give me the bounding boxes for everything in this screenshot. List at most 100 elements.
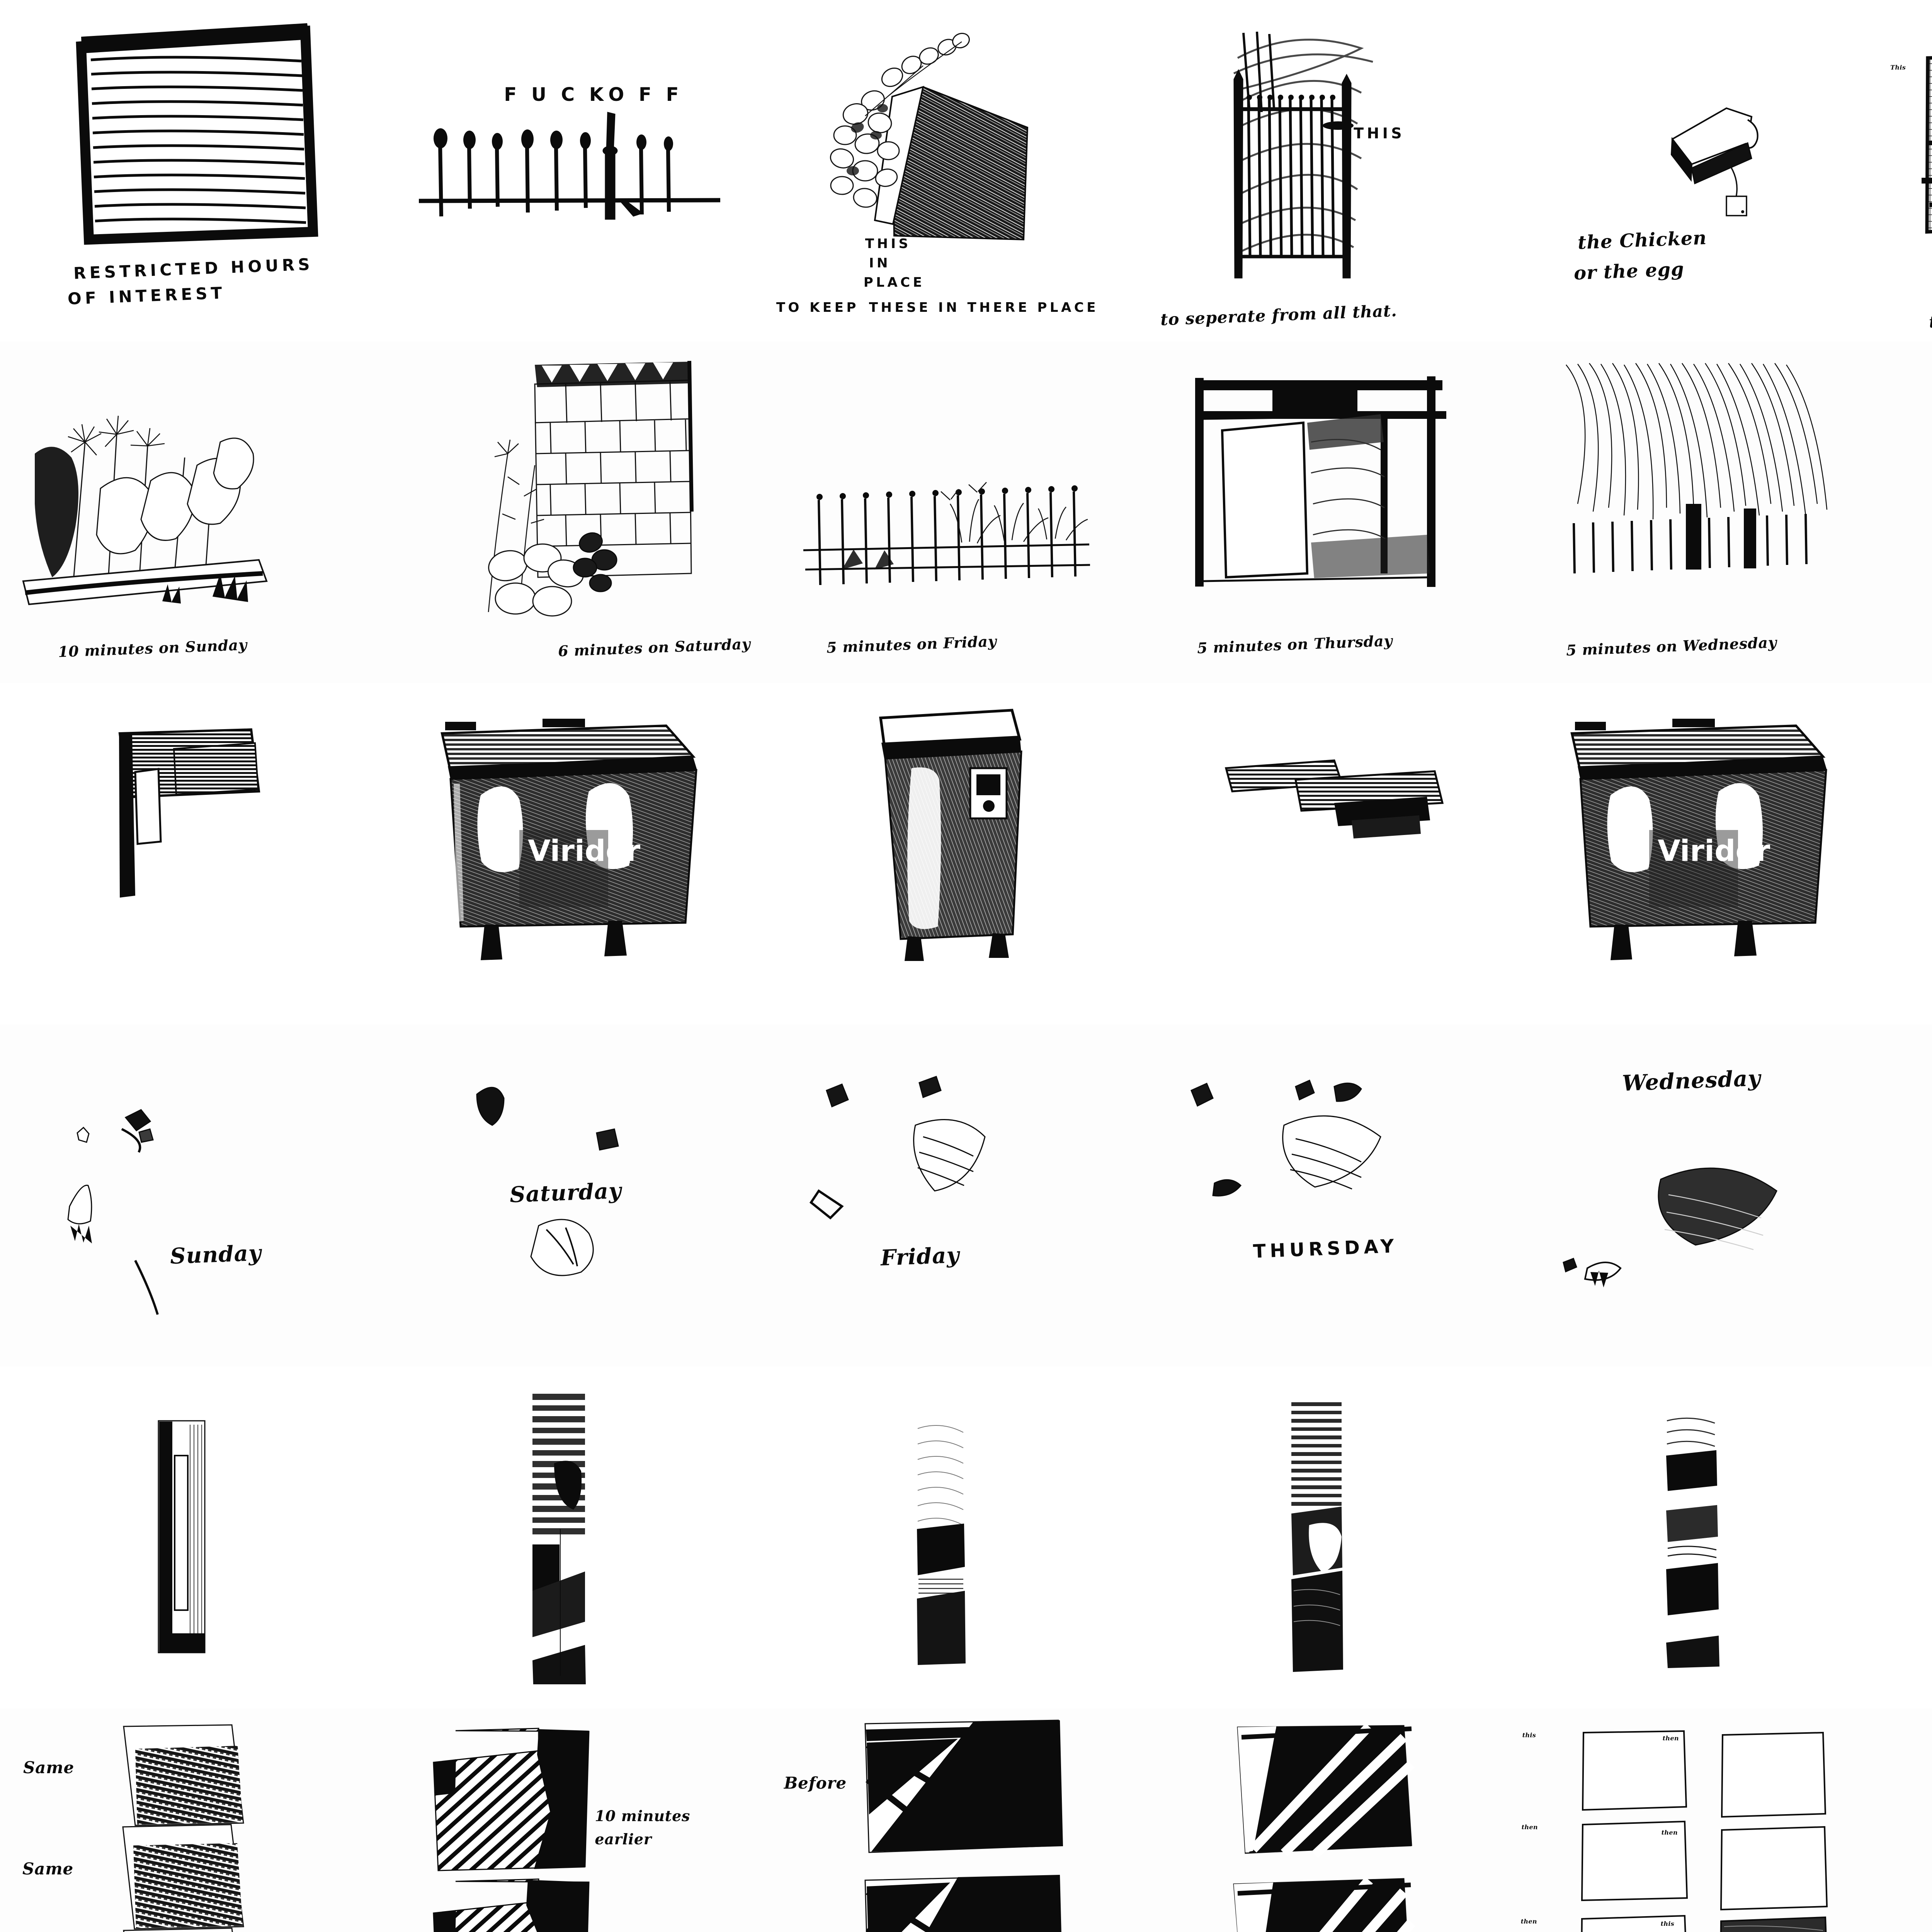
caption-same-1: Same [23, 1758, 75, 1777]
caption-this-2: this [1660, 1920, 1675, 1927]
panel-r4c2: Saturday [376, 1025, 753, 1367]
panel-r5c5 [1506, 1366, 1883, 1708]
bin-lid-sliver-drawing [1225, 759, 1444, 839]
panel-r1c6: This to protect that and the rest. [1883, 0, 1932, 342]
panel-r4c6: Tuesday [1883, 1025, 1932, 1367]
brick-wall-plants-drawing [488, 361, 694, 617]
caption-off: O F F [608, 84, 683, 105]
panel-r2c5: 5 minutes on Wednesday [1506, 342, 1883, 684]
wire-mesh-panel-drawing [1922, 56, 1932, 234]
panel-r2c2: 6 minutes on Saturday [376, 342, 753, 684]
caption-sunday-minutes: 10 minutes on Sunday [58, 636, 248, 661]
litter-wednesday-drawing [1562, 1168, 1777, 1288]
panel-r3c3 [753, 683, 1130, 1025]
panel-r5c6 [1883, 1366, 1932, 1708]
two-hatched-panels-drawing [433, 1728, 590, 1932]
panel-r2c6: 0 minutes on Tuesday [1883, 342, 1932, 684]
panel-r1c2: F U C K O F F [376, 0, 753, 342]
cctv-camera-drawing [1670, 107, 1759, 216]
caption-same-2: Same [22, 1859, 74, 1878]
railings-fence-drawing [419, 112, 721, 220]
caption-day: Saturday [509, 1178, 622, 1208]
caption-to-keep: TO KEEP [776, 300, 859, 315]
panel-r1c5: the Chicken or the egg [1506, 0, 1883, 342]
three-shaded-quads-drawing [122, 1724, 244, 1932]
viridor-dumpster-drawing-2: Viridor [1570, 719, 1827, 961]
caption-the-chicken: the Chicken [1577, 227, 1707, 254]
litter-saturday-drawing [476, 1087, 619, 1276]
panel-r6c2: 10 minutes earlier 10 mins later [376, 1708, 753, 1932]
caption-place: PLACE [863, 275, 925, 290]
panel-r6c1: Same Same Similar [0, 1708, 377, 1932]
dumpster-brand-label-2: Viridor [1658, 833, 1770, 868]
caption-then-3: then [1661, 1828, 1678, 1836]
caption-before: Before [784, 1773, 847, 1793]
doorway-scaffolding-drawing [1195, 376, 1447, 587]
caption-day: Friday [880, 1242, 960, 1271]
caption-in: IN [869, 255, 891, 271]
litter-sunday-drawing [67, 1109, 159, 1315]
caption-this: This [1890, 64, 1906, 71]
dumpster-brand-label: Viridor [528, 833, 641, 868]
caption-then-4: then [1520, 1917, 1537, 1925]
sliver-doorframe-drawing [158, 1420, 206, 1653]
viridor-dumpster-drawing: Viridor [440, 719, 698, 961]
two-diagonal-shaded-panels-drawing [1233, 1723, 1416, 1932]
litter-friday-drawing [809, 1076, 986, 1220]
wildflowers-kerb-drawing [22, 416, 268, 605]
panel-r3c1 [0, 683, 377, 1025]
caption-of-interest: OF INTEREST [67, 283, 226, 308]
panel-r6c4 [1129, 1708, 1506, 1932]
sliver-stripes-drawing [1291, 1400, 1344, 1673]
panel-r4c1: Sunday [0, 1025, 377, 1367]
panel-r5c2 [376, 1366, 753, 1708]
panel-r3c6 [1883, 683, 1932, 1025]
panel-r5c3 [753, 1366, 1130, 1708]
panel-r3c5: Viridor [1506, 683, 1883, 1025]
litter-thursday-drawing [1190, 1080, 1382, 1197]
caption-day: Wednesday [1621, 1065, 1761, 1097]
panel-r1c3: THIS IN PLACE TO KEEP THESE IN THERE PLA… [753, 0, 1130, 342]
panel-r4c3: Friday [753, 1025, 1130, 1367]
two-shadow-panels-drawing [864, 1719, 1063, 1932]
panel-r6c3: Before After that [753, 1708, 1130, 1932]
caption-these-in-there-place: THESE IN THERE PLACE [869, 300, 1099, 315]
caption-to-protect: to protect that and the rest. [1929, 303, 1932, 332]
sliver-shading-drawing [916, 1416, 966, 1665]
caption-fuck: F U C K [504, 84, 608, 105]
panel-r2c3: 5 minutes on Friday [753, 342, 1130, 684]
overgrown-shrub-drawing [1565, 363, 1827, 574]
caption-restricted-hours: RESTRICTED HOURS [73, 255, 314, 283]
low-fence-weeds-drawing [803, 482, 1090, 585]
wheelie-bin-tall-drawing [879, 709, 1022, 961]
six-blank-panels-grid-drawing [1581, 1730, 1828, 1932]
panel-r4c5: Wednesday [1506, 1025, 1883, 1367]
panel-r6c5: this then then then then this [1506, 1708, 1883, 1932]
panel-r1c4: THIS to seperate from all that. [1129, 0, 1506, 342]
iron-gate-drawing [1233, 31, 1373, 279]
caption-saturday-minutes: 6 minutes on Saturday [558, 635, 751, 660]
caption-wednesday-minutes: 5 minutes on Wednesday [1566, 633, 1777, 659]
panel-r3c2: Viridor [376, 683, 753, 1025]
caption-friday-minutes: 5 minutes on Friday [826, 632, 997, 656]
sliver-banded-drawing [1665, 1412, 1719, 1669]
caption-this-1: this [1522, 1731, 1536, 1739]
panel-r3c4 [1129, 683, 1506, 1025]
sliver-blinds-drawing [532, 1393, 586, 1684]
caption-then-2: then [1521, 1823, 1538, 1831]
caption-this: THIS [865, 236, 911, 252]
panel-r5c4 [1129, 1366, 1506, 1708]
caption-or-the-egg: or the egg [1573, 258, 1685, 284]
panel-r6c6 [1883, 1708, 1932, 1932]
bin-lid-fragment-drawing [118, 728, 260, 898]
panel-r4c4: THURSDAY [1129, 1025, 1506, 1367]
caption-this: THIS [1354, 125, 1405, 142]
hedge-and-shaded-box-drawing [830, 32, 1028, 241]
caption-thursday-minutes: 5 minutes on Thursday [1197, 632, 1393, 657]
caption-day: Sunday [169, 1240, 262, 1269]
panel-r5c1 [0, 1366, 377, 1708]
panel-r2c1: 10 minutes on Sunday [0, 342, 377, 684]
panel-r1c1: RESTRICTED HOURS OF INTEREST [0, 0, 377, 342]
